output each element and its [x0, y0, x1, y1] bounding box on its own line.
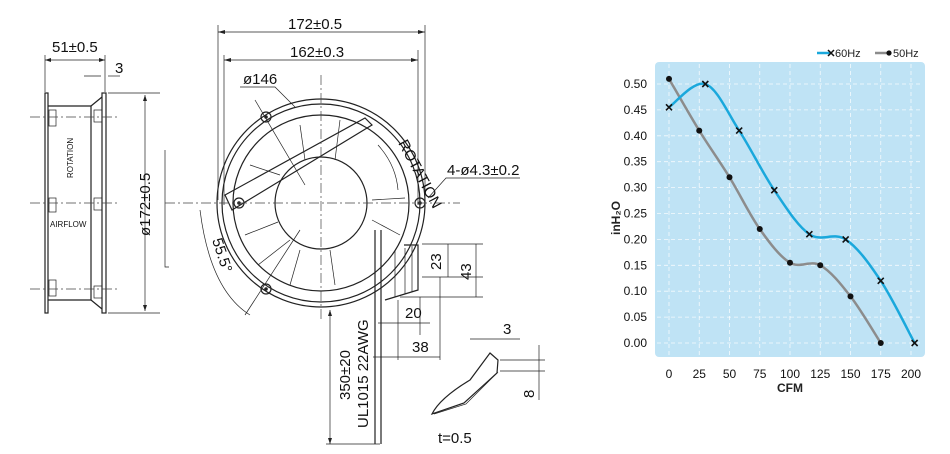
data-point-50Hz — [696, 127, 703, 134]
y-tick-label: 0.25 — [624, 207, 648, 221]
y-tick-label: 0.10 — [624, 284, 648, 298]
data-point-50Hz — [787, 259, 793, 266]
legend-label: 50Hz — [893, 48, 919, 60]
terminal-thickness: t=0.5 — [438, 430, 472, 447]
data-point-60Hz — [701, 80, 709, 88]
side-width-dim: 51±0.5 — [52, 39, 98, 56]
x-tick-label: 50 — [723, 367, 737, 381]
y-tick-label: 0.00 — [624, 336, 648, 350]
side-airflow-label: AIRFLOW — [50, 220, 87, 229]
y-axis-label: inH₂O — [609, 201, 623, 235]
y-tick-label: 0.35 — [624, 155, 648, 169]
legend: 60Hz 50Hz — [817, 48, 919, 60]
data-point-60Hz — [877, 277, 885, 285]
inner-diameter-dim: ø146 — [243, 71, 277, 88]
side-flange-dim: 3 — [115, 60, 123, 77]
data-point-60Hz — [770, 186, 778, 194]
legend-marker — [827, 49, 835, 57]
outer-width-dim: 172±0.5 — [288, 16, 342, 33]
y-tick-label: 0.05 — [624, 310, 648, 324]
data-point-50Hz — [817, 262, 824, 269]
data-point-50Hz — [756, 226, 763, 233]
dim-43: 43 — [458, 263, 475, 280]
mount-holes-dim: 4-ø4.3±0.2 — [447, 162, 519, 179]
side-diameter-dim: ø172±0.5 — [137, 173, 154, 236]
y-tick-label: 0.50 — [624, 77, 648, 91]
x-tick-label: 150 — [840, 367, 860, 381]
terminal-dim-3: 3 — [503, 321, 511, 338]
y-tick-label: 0.40 — [624, 129, 648, 143]
side-rotation-label: ROTATION — [66, 138, 75, 178]
terminal-dim-8: 8 — [521, 390, 538, 398]
x-tick-label: 125 — [810, 367, 830, 381]
legend-label: 60Hz — [835, 48, 861, 60]
series-line-50Hz — [667, 78, 882, 344]
data-point-60Hz — [911, 339, 919, 347]
wire-spec: UL1015 22AWG — [355, 319, 372, 428]
x-tick-label: 0 — [666, 367, 673, 381]
x-tick-label: 25 — [693, 367, 707, 381]
data-point-60Hz — [805, 230, 813, 238]
y-tick-label: 0.15 — [624, 258, 648, 272]
terminal-detail: 3 8 t=0.5 — [430, 321, 545, 447]
angle-dim: 55.5° — [208, 236, 235, 275]
side-view: 51±0.5 3 ROTATION AIRFLOW ø172±0.5 — [30, 39, 169, 314]
front-view: 172±0.5 162±0.3 ø146 ROTATION 4-ø4.3±0.2 — [165, 16, 520, 445]
data-point-60Hz — [665, 103, 673, 111]
data-point-50Hz — [666, 75, 672, 82]
dim-38: 38 — [412, 339, 429, 356]
dim-23: 23 — [428, 253, 445, 270]
data-point-50Hz — [847, 293, 854, 300]
data-point-60Hz — [842, 235, 850, 243]
dim-20: 20 — [405, 305, 422, 322]
y-tick-label: 0.20 — [624, 232, 648, 246]
x-tick-label: 200 — [901, 367, 921, 381]
x-tick-label: 175 — [871, 367, 891, 381]
lead-length-dim: 350±20 — [337, 350, 354, 400]
x-tick-label: 100 — [780, 367, 800, 381]
hole-spacing-dim: 162±0.3 — [290, 44, 344, 61]
x-tick-label: 75 — [753, 367, 767, 381]
y-tick-label: 0.30 — [624, 181, 648, 195]
x-axis-label: CFM — [777, 381, 803, 395]
data-point-60Hz — [735, 127, 743, 135]
y-tick-label: 0.45 — [624, 103, 648, 117]
pq-chart: 0.50 0.45 0.40 0.35 0.30 0.25 0.20 0.15 0.10 0.05… — [609, 48, 925, 395]
legend-marker — [886, 50, 892, 56]
data-point-50Hz — [726, 174, 733, 181]
data-point-50Hz — [877, 340, 884, 346]
